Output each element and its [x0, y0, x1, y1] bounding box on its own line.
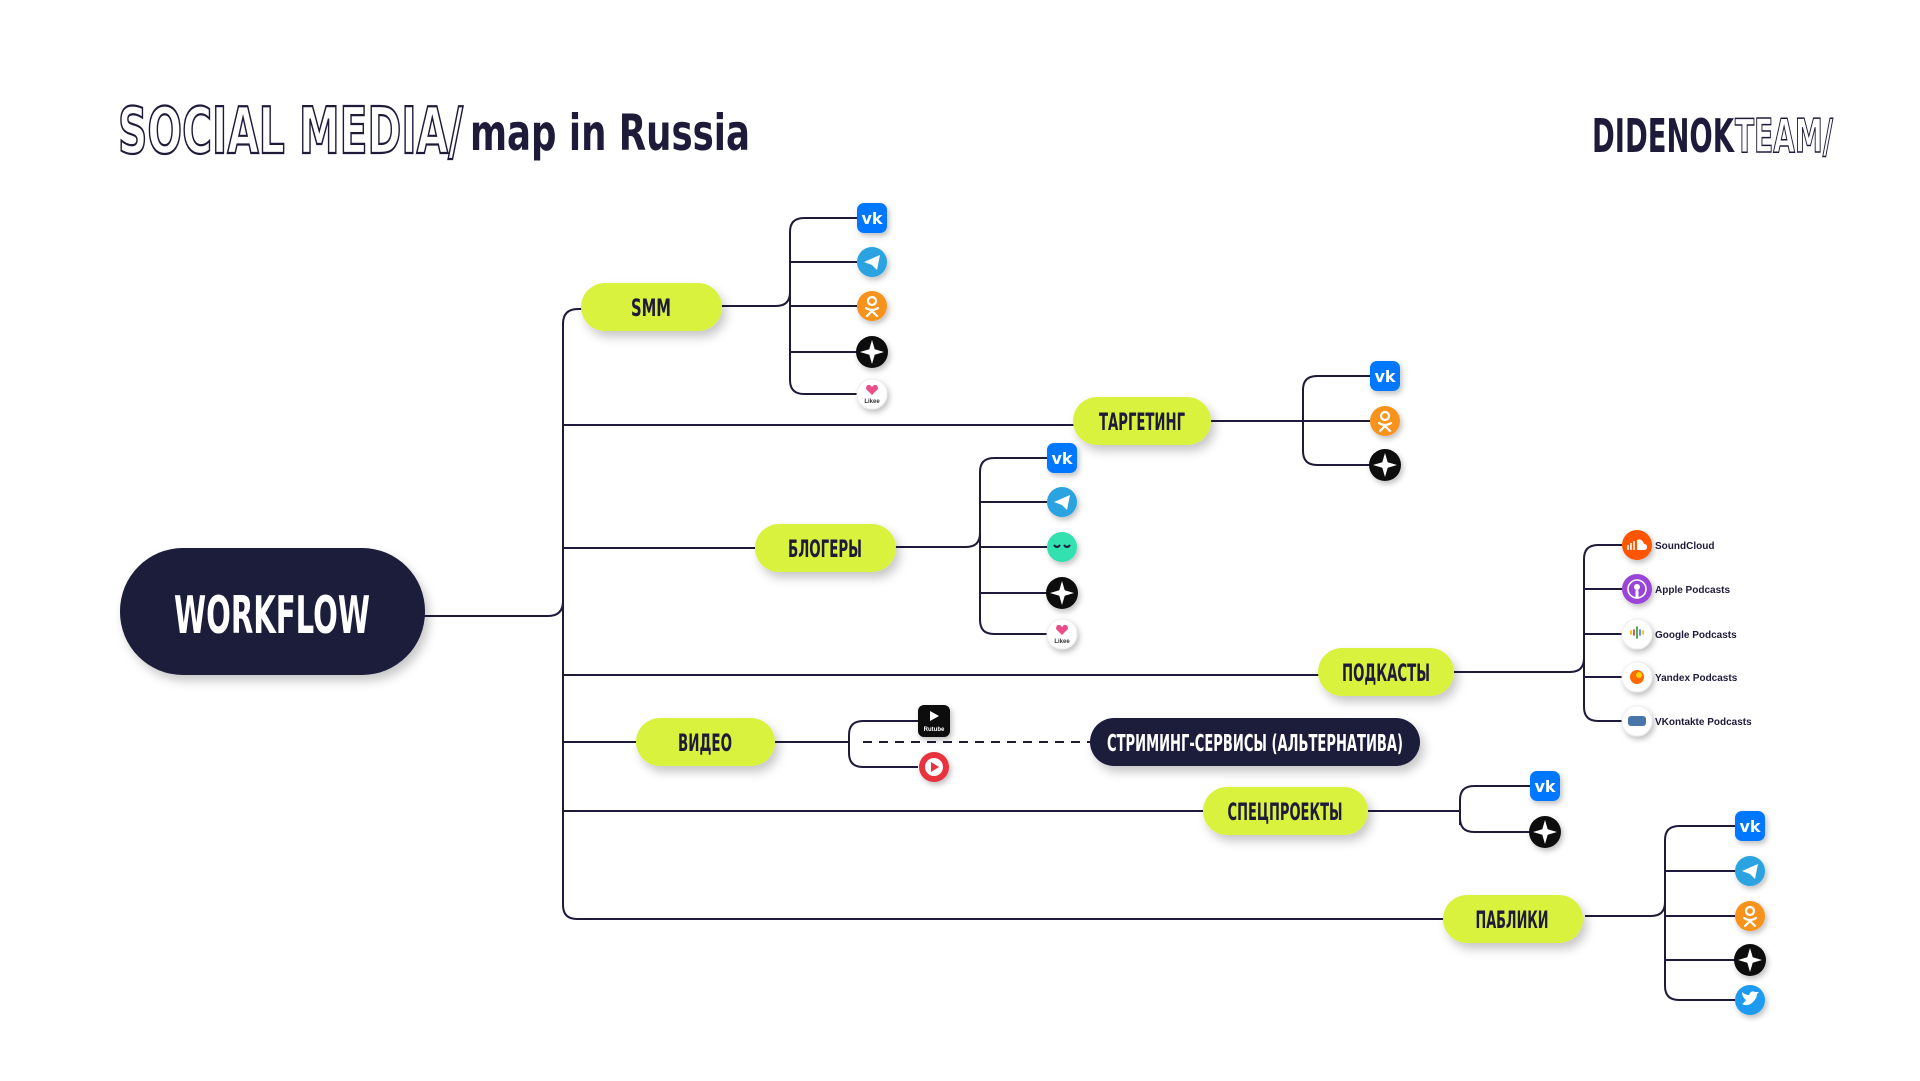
root-node-workflow: WORKFLOW [120, 548, 425, 675]
apple-podcasts-icon [1622, 574, 1652, 604]
vk-icon: vk [1735, 811, 1765, 841]
branch-label: ТАРГЕТИНГ [1099, 408, 1185, 436]
svg-text:vk: vk [1374, 367, 1395, 386]
zen-icon [1529, 816, 1561, 848]
svg-text:vk: vk [1534, 777, 1555, 796]
svg-text:Rutube: Rutube [924, 727, 945, 733]
streaming-label: СТРИМИНГ-СЕРВИСЫ (АЛЬТЕРНАТИВА) [1107, 731, 1403, 757]
twitter-icon [1735, 985, 1765, 1015]
branch-video: ВИДЕО [636, 718, 775, 766]
title-outline: SOCIAL MEDIA/ [118, 95, 463, 169]
connectors [420, 217, 1735, 1001]
branch-bloggers: БЛОГЕРЫ [755, 524, 896, 572]
page-title: SOCIAL MEDIA/ map in Russia [117, 94, 750, 170]
podcast-label: VKontakte Podcasts [1655, 717, 1752, 728]
soundcloud-icon [1622, 530, 1652, 560]
brand-logo: DIDENOK TEAM/ [1592, 108, 1834, 164]
telegram-icon [857, 247, 887, 277]
vk-podcasts-icon [1621, 705, 1653, 737]
odnoklassniki-icon [1735, 901, 1765, 931]
branch-label: СПЕЦПРОЕКТЫ [1228, 798, 1343, 826]
branch-label: ПОДКАСТЫ [1342, 659, 1430, 687]
yandex-podcasts-icon [1621, 661, 1653, 693]
svg-text:vk: vk [1739, 817, 1760, 836]
branch-label: ВИДЕО [678, 729, 732, 757]
connector-trunk-paybliki [562, 601, 1445, 920]
vk-icon: vk [857, 203, 887, 233]
vk-icon: vk [1530, 771, 1560, 801]
rutube-icon: Rutube [918, 705, 950, 737]
logo-outline: TEAM/ [1735, 109, 1833, 163]
streaming-alternative-node: СТРИМИНГ-СЕРВИСЫ (АЛЬТЕРНАТИВА) [1090, 718, 1420, 766]
telegram-icon [1735, 856, 1765, 886]
vk-icon: vk [1047, 443, 1077, 473]
branch-smm: SMM [581, 283, 722, 331]
branch-specprojects: СПЕЦПРОЕКТЫ [1203, 787, 1368, 835]
branch-label: SMM [631, 294, 671, 322]
branch-targeting: ТАРГЕТИНГ [1073, 397, 1211, 445]
svg-text:Likee: Likee [864, 399, 880, 405]
podcast-label: Yandex Podcasts [1655, 673, 1738, 684]
root-label: WORKFLOW [174, 586, 370, 646]
branch-publics: ПАБЛИКИ [1443, 895, 1583, 943]
odnoklassniki-icon [857, 291, 887, 321]
odnoklassniki-icon [1370, 406, 1400, 436]
zen-icon [1046, 577, 1078, 609]
zen-icon [1734, 944, 1766, 976]
title-subtitle: map in Russia [470, 104, 750, 162]
likee-icon: Likee [1046, 618, 1078, 650]
likee-icon: Likee [856, 378, 888, 410]
telegram-icon [1047, 487, 1077, 517]
google-podcasts-icon [1621, 618, 1653, 650]
branch-label: ПАБЛИКИ [1476, 906, 1549, 934]
podcast-labels: SoundCloud Apple Podcasts Google Podcast… [1655, 541, 1752, 728]
podcast-label: SoundCloud [1655, 541, 1714, 552]
branch-podcasts: ПОДКАСТЫ [1318, 648, 1454, 696]
tenchat-icon [1047, 532, 1077, 562]
logo-solid: DIDENOK [1592, 109, 1735, 163]
svg-text:Likee: Likee [1054, 639, 1070, 645]
vk-icon: vk [1370, 361, 1400, 391]
svg-text:vk: vk [1051, 449, 1072, 468]
podcast-label: Apple Podcasts [1655, 585, 1730, 596]
branch-label: БЛОГЕРЫ [788, 535, 862, 563]
connector-root-smm [420, 308, 585, 617]
vk-video-icon [919, 752, 949, 782]
svg-text:vk: vk [861, 209, 882, 228]
zen-icon [1369, 449, 1401, 481]
podcast-label: Google Podcasts [1655, 630, 1737, 641]
fan-podcasts [1453, 544, 1622, 673]
zen-icon [856, 336, 888, 368]
